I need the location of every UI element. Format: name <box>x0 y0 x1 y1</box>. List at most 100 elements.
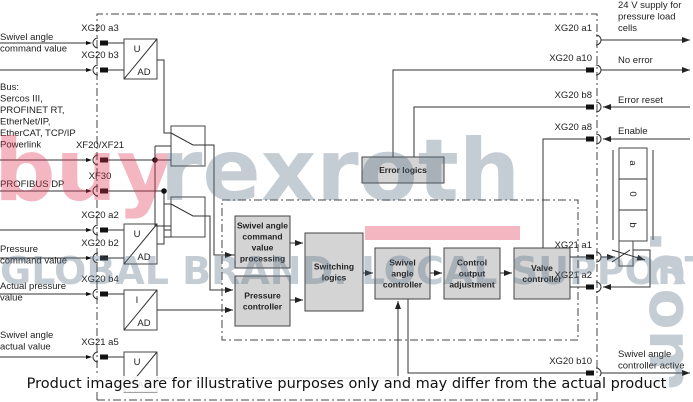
valve-position-a: a <box>627 160 638 166</box>
pin-label-right: XG20 b10 <box>549 356 592 367</box>
block-pressure-controller <box>234 275 291 327</box>
pin-2-socket <box>92 154 99 166</box>
input-swivel-actual: Swivel angle <box>0 330 53 341</box>
valve-position-0: 0 <box>627 191 638 196</box>
pin-label-right: XG21 a2 <box>555 270 593 281</box>
output-24v-supply: cells <box>618 23 637 34</box>
valve-actuator <box>618 240 634 267</box>
wire <box>392 69 586 157</box>
wires <box>0 34 690 393</box>
wire <box>542 138 586 248</box>
pin-r-4-plug <box>586 254 594 260</box>
switch-2 <box>170 196 206 238</box>
pin-6-plug <box>100 291 108 297</box>
input-bus: EtherCAT, TCP/IP <box>0 128 76 139</box>
pin-4-plug <box>100 227 108 233</box>
input-bus: PROFINET RT, <box>0 105 65 116</box>
pin-5-arrow <box>86 256 92 260</box>
converter-3-in: U <box>134 357 141 368</box>
block-pressure-controller-label: Pressure <box>244 291 281 301</box>
pin-label-left: XF20/XF21 <box>76 140 124 151</box>
pin-label-right: XG20 a8 <box>555 122 593 133</box>
pin-label-left: XG20 a3 <box>81 23 119 34</box>
block-command-value-processing-label: processing <box>240 254 285 264</box>
svg-text:buy: buy <box>0 121 173 221</box>
wire <box>611 249 646 261</box>
input-bus: Sercos III, <box>0 94 43 105</box>
svg-text:rexroth: rexroth <box>160 121 520 221</box>
output-no-error: No error <box>618 55 653 66</box>
input-enable: Enable <box>618 126 648 137</box>
pin-1-arrow <box>86 68 92 72</box>
pin-6-socket <box>92 288 99 300</box>
converter-1-in: U <box>134 229 141 240</box>
pin-label-left: XG21 a5 <box>81 337 119 348</box>
wire <box>157 229 171 245</box>
wire <box>154 146 171 227</box>
block-swivel-angle-controller <box>374 247 431 300</box>
pin-3-socket <box>92 185 99 197</box>
block-control-output-adjustment-label: adjustment <box>449 280 495 290</box>
wire <box>413 106 586 157</box>
input-swivel-actual: actual value <box>0 342 51 353</box>
pin-1-plug <box>100 67 108 73</box>
pin-label-left: XG20 b4 <box>81 274 119 285</box>
block-control-output-adjustment-label: Control <box>457 258 487 268</box>
block-command-value-processing-label: command <box>242 232 282 242</box>
pin-label-right: XG20 b8 <box>555 90 593 101</box>
converter-0-out: AD <box>137 67 150 78</box>
pin-r-2-socket <box>595 101 602 113</box>
pin-label-right: XG20 a1 <box>555 23 593 34</box>
pin-r-5-plug <box>586 284 594 290</box>
controller-region <box>221 199 579 341</box>
wire <box>407 299 586 374</box>
pin-7-socket <box>92 351 99 363</box>
converter-0-diagonal <box>123 38 158 80</box>
pin-4-arrow <box>86 228 92 232</box>
output-swivel-active: controller active <box>618 361 685 372</box>
pin-r-6-plug <box>586 370 594 376</box>
pin-r-4-socket <box>595 251 602 263</box>
block-control-output-adjustment <box>443 247 501 300</box>
input-bus: Powerlink <box>0 140 41 151</box>
block-command-value-processing-label: Swivel angle <box>237 221 288 231</box>
input-bus: Bus: <box>0 82 19 93</box>
pin-5-plug <box>100 255 108 261</box>
output-swivel-active: Swivel angle <box>618 349 671 360</box>
input-swivel-command: Swivel angle <box>0 32 53 43</box>
input-error-reset: Error reset <box>618 95 663 106</box>
wire <box>170 203 233 293</box>
input-profibus: PROFIBUS DP <box>0 179 64 190</box>
input-pressure-command: Pressure <box>0 244 38 255</box>
pin-7-plug <box>100 354 108 360</box>
pin-r-3-socket <box>595 133 602 145</box>
input-pressure-command: command value <box>0 256 67 267</box>
junction <box>161 188 167 194</box>
pin-r-0-socket <box>595 34 602 46</box>
block-valve-controller-label: controller <box>522 274 562 284</box>
pin-3-plug <box>100 188 108 194</box>
input-swivel-command: command value <box>0 44 67 55</box>
device-boundary <box>96 13 598 402</box>
block-error-logics <box>361 156 445 184</box>
input-actual-pressure: value <box>0 293 23 304</box>
output-24v-supply: 24 V supply for <box>618 0 681 11</box>
block-valve-controller <box>513 247 571 300</box>
pin-2-plug <box>100 157 108 163</box>
pin-r-3-plug <box>586 136 594 142</box>
block-error-logics-label: Error logics <box>379 165 427 175</box>
pin-label-left: XG20 b3 <box>81 50 119 61</box>
pin-0-socket <box>92 37 99 49</box>
block-pressure-controller-label: controller <box>243 302 283 312</box>
pin-label-left: XG20 a2 <box>81 210 119 221</box>
input-bus: EtherNet/IP, <box>0 117 51 128</box>
block-command-value-processing-label: value <box>252 243 274 253</box>
pin-0-arrow <box>86 41 92 45</box>
pin-4-socket <box>92 224 99 236</box>
block-switching-logics <box>304 232 364 312</box>
valve-position-b: b <box>627 222 638 227</box>
block-command-value-processing <box>234 215 291 269</box>
